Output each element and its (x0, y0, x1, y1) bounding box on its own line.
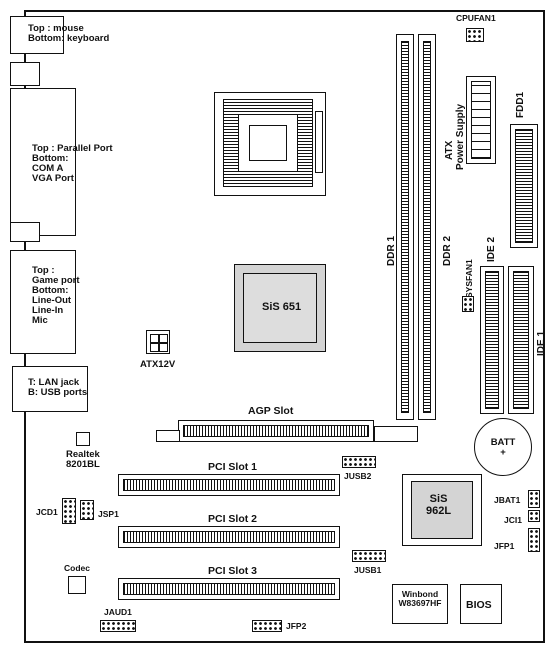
cpu-socket (214, 92, 326, 196)
connector-block (10, 62, 40, 86)
mic-label: Mic (32, 314, 48, 326)
realtek-label: Realtek 8201BL (66, 449, 100, 470)
atx12v-connector (146, 330, 170, 354)
agp-retention (156, 430, 180, 442)
jsp1-label: JSP1 (98, 509, 119, 519)
parallel-bottom-label: Bottom: (32, 152, 69, 164)
sysfan-label: SYSFAN1 (464, 259, 474, 298)
jfp2-label: JFP2 (286, 621, 307, 631)
ide2-label: IDE 2 (486, 236, 497, 262)
jbat1-header (528, 490, 540, 508)
ddr2-slot (418, 34, 436, 420)
vga-port-label: VGA Port (32, 172, 74, 184)
parallel-top-label: Top : Parallel Port (32, 143, 113, 154)
parallel-port-label: Top : Parallel Port Bottom: COM A VGA Po… (32, 144, 113, 184)
jusb2-label: JUSB2 (344, 471, 372, 481)
pci-slot-2 (118, 526, 340, 548)
northbridge-label: SiS 651 (262, 301, 302, 313)
jsp1-header (80, 500, 94, 520)
game-port-text: Game port (32, 274, 80, 286)
jaud1-label: JAUD1 (104, 607, 132, 617)
line-out-label: Line-Out (32, 294, 72, 306)
pci-slot-1 (118, 474, 340, 496)
fdd1-label: FDD1 (515, 91, 526, 118)
pci-slot-3-label: PCI Slot 3 (208, 565, 258, 577)
game-port-label: Top : Game port Bottom: Line-Out Line-In… (32, 265, 80, 326)
atx-power-connector (466, 76, 496, 164)
southbridge-label: SiS 962L (426, 493, 452, 517)
parallel-port (10, 88, 76, 236)
ide1-connector (508, 266, 534, 414)
com-a-label: COM A (32, 162, 64, 174)
cpu-socket-pins (223, 99, 313, 187)
jci1-label: JCI1 (504, 515, 522, 525)
cpufan-label: CPUFAN1 (456, 13, 496, 23)
mouse-label: Top : mouse (28, 23, 84, 34)
lan-usb-label: T: LAN jack B: USB ports (28, 378, 87, 398)
ide1-label: IDE 1 (536, 330, 547, 356)
connector-block (10, 222, 40, 242)
cpu-socket-center (238, 114, 298, 172)
jcd1-label: JCD1 (36, 507, 58, 517)
atx12v-label: ATX12V (140, 359, 176, 370)
bios-chip (460, 584, 502, 624)
ddr1-slot (396, 34, 414, 420)
sysfan-header (462, 296, 474, 312)
lan-usb-port (12, 366, 88, 412)
pci-slot-3 (118, 578, 340, 600)
battery (474, 418, 532, 476)
winbond-chip (392, 584, 448, 624)
jfp1-label: JFP1 (494, 541, 515, 551)
game-audio-port (10, 250, 76, 354)
keyboard-label: Bottom: keyboard (28, 32, 110, 44)
jusb2-header (342, 456, 376, 468)
agp-slot-label: AGP Slot (248, 405, 294, 417)
cpufan-header (466, 28, 484, 42)
agp-slot (178, 420, 374, 442)
realtek-chip (76, 432, 90, 446)
ide2-connector (480, 266, 504, 414)
lan-jack-label: T: LAN jack (28, 377, 80, 388)
atx-label: ATX (444, 140, 455, 160)
jbat1-label: JBAT1 (494, 495, 521, 505)
jfp1-header (528, 528, 540, 552)
jci1-header (528, 510, 540, 522)
jcd1-header (62, 498, 76, 524)
pci-slot-2-label: PCI Slot 2 (208, 513, 258, 525)
jusb1-label: JUSB1 (354, 565, 382, 575)
mouse-keyboard-port (10, 16, 64, 54)
jfp2-header (252, 620, 282, 632)
batt-text: BATT (490, 437, 516, 448)
southbridge-chip (402, 474, 482, 546)
jaud1-header (100, 620, 136, 632)
cpu-lever (315, 111, 323, 173)
mouse-keyboard-label: Top : mouse Bottom: keyboard (28, 24, 109, 44)
ddr1-label: DDR 1 (386, 235, 397, 266)
agp-latch (374, 426, 418, 442)
usb-ports-label: B: USB ports (28, 386, 88, 398)
batt-label: BATT + (486, 438, 520, 458)
jusb1-header (352, 550, 386, 562)
northbridge-chip (234, 264, 326, 352)
fdd1-connector (510, 124, 538, 248)
bios-label: BIOS (466, 599, 492, 611)
ddr2-label: DDR 2 (442, 235, 453, 266)
codec-label: Codec (64, 563, 90, 573)
pci-slot-1-label: PCI Slot 1 (208, 461, 258, 473)
batt-plus: + (500, 446, 506, 458)
winbond-label: Winbond W83697HF (398, 589, 442, 608)
codec-chip (68, 576, 86, 594)
power-supply-label: Power Supply (455, 103, 466, 170)
line-in-label: Line-In (32, 304, 64, 316)
